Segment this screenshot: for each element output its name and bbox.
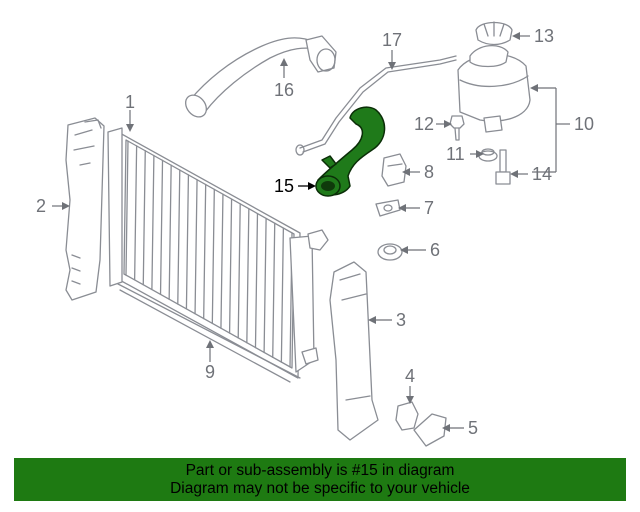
banner-line-2: Diagram may not be specific to your vehi… <box>170 480 470 497</box>
part-5-clip <box>413 413 447 447</box>
part-17-vent-line <box>295 55 457 156</box>
callout-4: 4 <box>405 366 415 386</box>
part-info-banner: Part or sub-assembly is #15 in diagram D… <box>14 458 626 501</box>
part-15-coolant-hose <box>315 106 386 197</box>
callout-8: 8 <box>424 162 434 182</box>
callout-14: 14 <box>532 164 552 184</box>
part-16-upper-hose <box>185 35 337 118</box>
callout-12: 12 <box>414 114 434 134</box>
callout-16: 16 <box>274 80 294 100</box>
banner-line-1: Part or sub-assembly is #15 in diagram <box>185 462 455 479</box>
callout-11: 11 <box>446 144 465 164</box>
part-6-bushing <box>377 243 403 261</box>
callout-6: 6 <box>430 240 440 260</box>
callout-17: 17 <box>382 30 402 50</box>
part-2-side-bracket <box>65 117 105 301</box>
callout-5: 5 <box>468 418 478 438</box>
parts-diagram: 1 2 3 4 5 6 7 8 9 10 11 12 13 14 15 16 1… <box>36 21 594 447</box>
part-3-air-duct <box>329 261 379 441</box>
callout-2: 2 <box>36 196 46 216</box>
callout-labels: 1 2 3 4 5 6 7 8 9 10 11 12 13 14 15 16 1… <box>36 26 594 438</box>
callout-3: 3 <box>396 310 406 330</box>
part-13-cap <box>475 21 513 46</box>
part-9-seal-strip <box>117 283 301 383</box>
callout-13: 13 <box>534 26 554 46</box>
part-7-mount <box>375 199 401 217</box>
part-4-clip <box>395 401 419 431</box>
callout-10: 10 <box>574 114 594 134</box>
callout-leaders <box>52 32 570 432</box>
callout-7: 7 <box>424 198 434 218</box>
part-8-mount <box>381 153 407 187</box>
part-12-bolt <box>449 115 465 141</box>
part-10-expansion-tank <box>457 45 531 133</box>
callout-9: 9 <box>205 362 215 382</box>
part-14-sensor <box>495 149 511 185</box>
part-1-radiator <box>107 127 329 379</box>
callout-15: 15 <box>274 176 294 196</box>
part-11-grommet <box>478 148 498 162</box>
callout-1: 1 <box>125 92 135 112</box>
